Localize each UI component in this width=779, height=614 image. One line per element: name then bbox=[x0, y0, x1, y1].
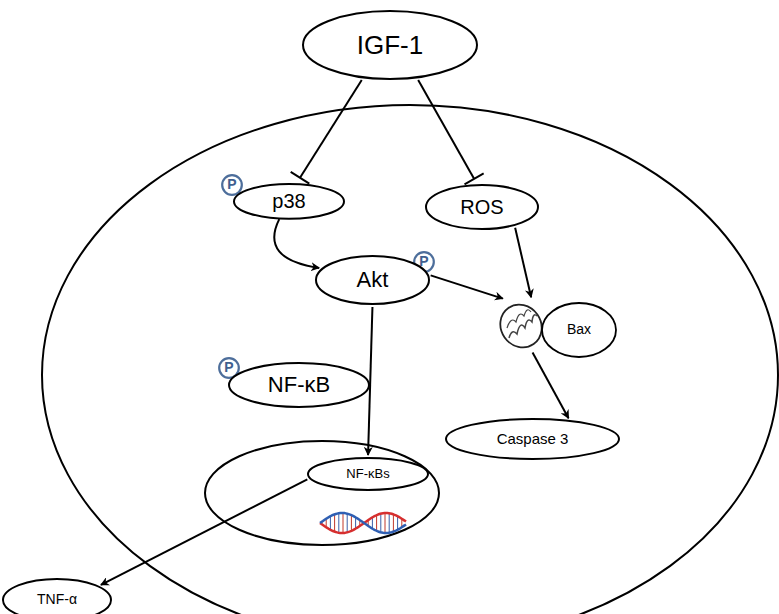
arrow-connector bbox=[274, 219, 319, 268]
connector-line bbox=[418, 80, 474, 179]
dna-rung bbox=[355, 517, 356, 528]
ellipse-outline bbox=[234, 184, 344, 219]
connector-line bbox=[431, 275, 503, 298]
dna-rung bbox=[334, 514, 335, 531]
inhibition-connector bbox=[291, 80, 362, 184]
ellipse-outline bbox=[316, 256, 429, 304]
ellipse-outline bbox=[3, 579, 111, 614]
dna-rung bbox=[351, 515, 352, 531]
dna-rung bbox=[385, 513, 386, 533]
arrow-connector bbox=[101, 479, 307, 585]
ellipse-outline bbox=[426, 185, 538, 229]
inhibition-bar bbox=[465, 173, 484, 184]
bax-ellipse bbox=[542, 303, 616, 357]
dna-rung bbox=[393, 514, 394, 531]
dna-rung bbox=[330, 516, 331, 530]
node-label: NF-κBs bbox=[346, 467, 389, 481]
arrow-connector bbox=[515, 228, 531, 297]
protein-ellipse: NF-κB bbox=[228, 362, 370, 408]
node-label: ROS bbox=[460, 196, 503, 218]
cytokine-ellipse: TNF-α bbox=[2, 578, 112, 614]
connector-line bbox=[274, 219, 319, 268]
connector-line bbox=[300, 80, 362, 178]
connector-line bbox=[515, 228, 531, 297]
dna-rung bbox=[376, 515, 377, 531]
mitochondrion-bax: Bax bbox=[495, 298, 617, 358]
inhibition-connector bbox=[418, 80, 483, 184]
cell-membrane bbox=[42, 105, 778, 614]
dna-rung bbox=[372, 517, 373, 528]
dna-strand bbox=[320, 513, 406, 533]
node-label: Bax bbox=[567, 322, 591, 337]
node-label: Akt bbox=[357, 268, 389, 292]
inhibition-bar bbox=[291, 172, 310, 184]
protein-ellipse: p38 bbox=[233, 183, 345, 220]
nucleus-outline bbox=[205, 441, 439, 545]
node-label: TNF-α bbox=[37, 592, 77, 607]
dna-rung bbox=[380, 514, 381, 533]
node-label: P bbox=[224, 360, 233, 375]
ellipse-outline bbox=[446, 419, 619, 459]
ellipse-outline bbox=[308, 458, 428, 490]
node-label: Caspase 3 bbox=[497, 431, 569, 448]
dna-rung bbox=[389, 513, 390, 532]
protein-ellipse: Akt bbox=[315, 255, 430, 305]
ellipse-outline bbox=[229, 363, 369, 407]
arrow-connector bbox=[431, 275, 503, 298]
node-label: P bbox=[227, 177, 236, 192]
ros-ellipse: ROS bbox=[425, 184, 539, 230]
node-label: IGF-1 bbox=[357, 31, 423, 60]
node-label: NF-κB bbox=[268, 373, 330, 397]
ellipse-outline bbox=[303, 11, 477, 79]
ligand-ellipse: IGF-1 bbox=[302, 10, 478, 80]
arrow-connector bbox=[533, 353, 569, 419]
dna-rung bbox=[343, 513, 344, 533]
phospho-outline bbox=[222, 175, 242, 195]
node-outline bbox=[495, 298, 617, 358]
dna-strand bbox=[320, 513, 406, 533]
dna-rung bbox=[338, 513, 339, 532]
dna-rung bbox=[397, 516, 398, 529]
mitochondrion-icon bbox=[492, 297, 550, 356]
caspase-ellipse: Caspase 3 bbox=[445, 418, 620, 460]
connector-line bbox=[101, 479, 307, 585]
node-label: p38 bbox=[272, 190, 305, 212]
nuclear-factor-ellipse: NF-κBs bbox=[307, 457, 429, 491]
dna-rung bbox=[347, 514, 348, 533]
connector-line bbox=[533, 353, 569, 419]
dna-symbol bbox=[320, 513, 406, 533]
